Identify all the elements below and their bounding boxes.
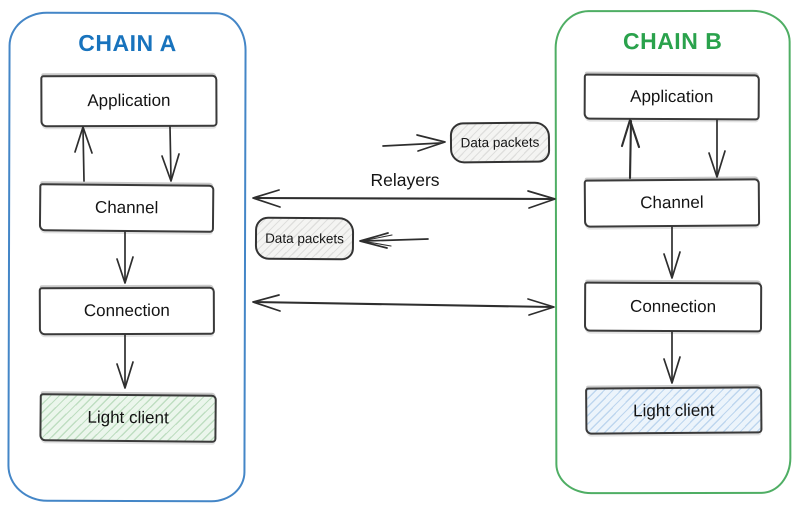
connections-double-arrow: [252, 294, 555, 316]
chain-a-container: CHAIN A Application Channel Connection L…: [7, 11, 247, 503]
chain-b-channel-box: Channel: [583, 178, 761, 228]
data-packets-box-top: Data packets: [449, 121, 551, 164]
relayers-double-arrow: [252, 189, 556, 209]
chain-b-title: CHAIN B: [622, 27, 723, 55]
chain-b-application-box: Application: [583, 73, 760, 121]
chain-a-connection-box: Connection: [38, 286, 215, 336]
arrow-to-data-packets-bottom: [359, 232, 429, 249]
relayers-label: Relayers: [370, 170, 440, 190]
chain-b-connection-box: Connection: [583, 281, 763, 333]
chain-b-container: CHAIN B Application Channel Connection L…: [554, 9, 792, 495]
chain-a-channel-box: Channel: [38, 183, 215, 233]
chain-a-title: CHAIN A: [78, 29, 177, 57]
chain-b-light-client-box: Light client: [585, 386, 763, 435]
chain-a-application-box: Application: [40, 74, 218, 128]
chain-a-light-client-box: Light client: [39, 393, 217, 443]
arrow-to-data-packets-top: [382, 134, 446, 152]
data-packets-box-bottom: Data packets: [254, 216, 355, 261]
